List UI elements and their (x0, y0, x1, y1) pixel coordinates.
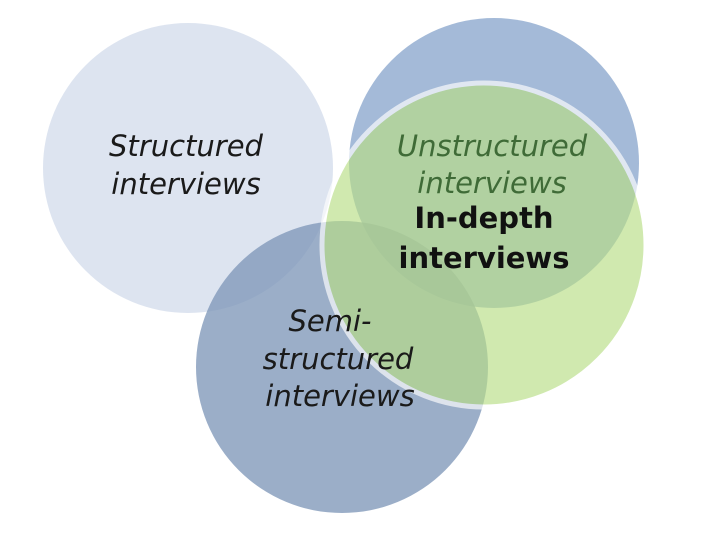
structured-interviews-circle (43, 23, 333, 313)
unstructured-label-line2: interviews (417, 166, 566, 200)
semi-structured-label-line3: interviews (265, 379, 414, 413)
in-depth-label-line1: In-depth (414, 201, 553, 235)
in-depth-interviews-circle (319, 80, 649, 410)
unstructured-label-line1: Unstructured (397, 129, 588, 163)
in-depth-label-line2: interviews (399, 241, 570, 275)
semi-structured-label-line2: structured (263, 342, 414, 376)
structured-label-line1: Structured (109, 129, 264, 163)
semi-structured-label-line1: Semi- (288, 304, 371, 338)
structured-label-line2: interviews (111, 167, 260, 201)
